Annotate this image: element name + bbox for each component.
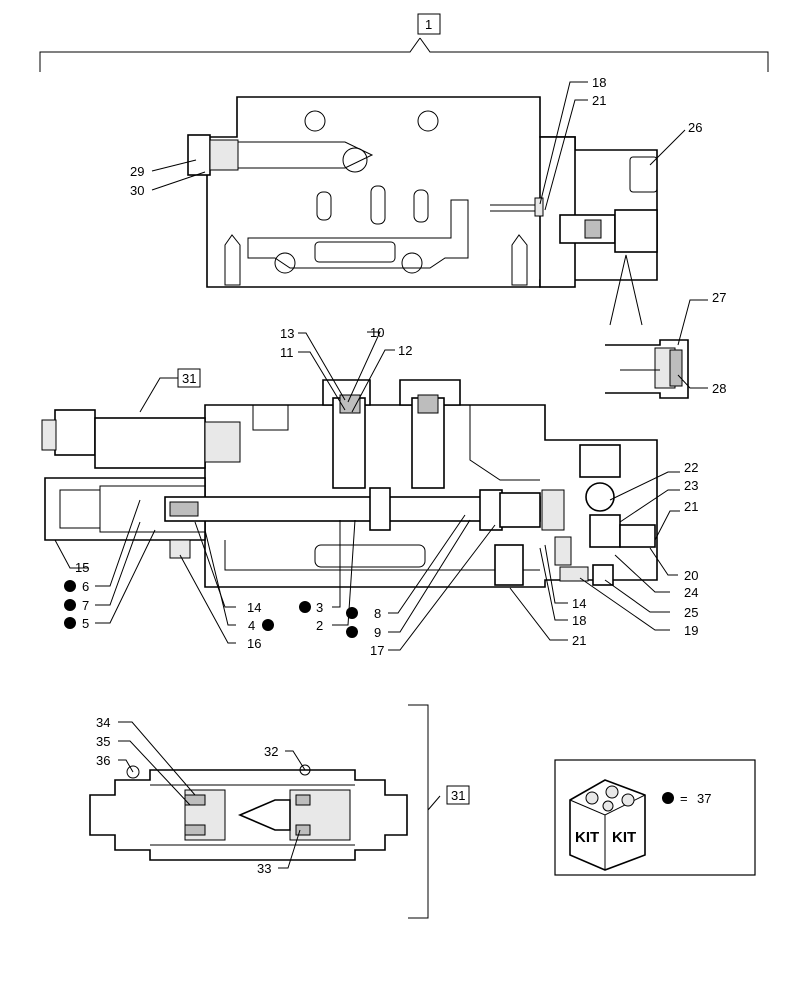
callout-2: 2 <box>316 618 323 633</box>
kit-legend-box: KIT KIT = 37 <box>554 759 756 876</box>
callout-8: 8 <box>374 606 381 621</box>
callout-labels: 29 30 18 21 26 27 28 13 11 10 12 15 6 7 … <box>75 75 726 876</box>
callout-21-top: 21 <box>592 93 606 108</box>
callout-28: 28 <box>712 381 726 396</box>
callout-29: 29 <box>130 164 144 179</box>
detail-27-28 <box>605 254 689 399</box>
assembly-bracket: 1 <box>39 13 769 72</box>
callout-14-left: 14 <box>247 600 261 615</box>
callout-9: 9 <box>374 625 381 640</box>
callout-5: 5 <box>82 616 89 631</box>
kit-marker-dots <box>64 580 358 638</box>
callout-6: 6 <box>82 579 89 594</box>
callout-3: 3 <box>316 600 323 615</box>
callout-30: 30 <box>130 183 144 198</box>
callout-18-bottom: 18 <box>572 613 586 628</box>
callout-16: 16 <box>247 636 261 651</box>
callout-27: 27 <box>712 290 726 305</box>
callout-32: 32 <box>264 744 278 759</box>
kit-label-right: KIT <box>612 829 636 846</box>
callout-15: 15 <box>75 560 89 575</box>
callout-17: 17 <box>370 643 384 658</box>
callout-10: 10 <box>370 325 384 340</box>
callout-1: 1 <box>425 17 432 32</box>
kit-equals: = <box>680 791 688 806</box>
callout-14-right: 14 <box>572 596 586 611</box>
callout-34: 34 <box>96 715 110 730</box>
callout-36: 36 <box>96 753 110 768</box>
relief-valve-detail <box>89 764 408 861</box>
callout-11: 11 <box>280 345 294 360</box>
callout-35: 35 <box>96 734 110 749</box>
callout-21-bottom: 21 <box>572 633 586 648</box>
callout-19: 19 <box>684 623 698 638</box>
callout-31-top: 31 <box>182 371 196 386</box>
callout-7: 7 <box>82 598 89 613</box>
callout-26: 26 <box>688 120 702 135</box>
valve-top-view <box>187 96 658 288</box>
callout-31-bottom: 31 <box>451 788 465 803</box>
callout-33: 33 <box>257 861 271 876</box>
callout-18-top: 18 <box>592 75 606 90</box>
callout-20: 20 <box>684 568 698 583</box>
callout-4: 4 <box>248 618 255 633</box>
callout-12: 12 <box>398 343 412 358</box>
callout-22: 22 <box>684 460 698 475</box>
callout-25: 25 <box>684 605 698 620</box>
kit-label-left: KIT <box>575 829 599 846</box>
callout-23: 23 <box>684 478 698 493</box>
callout-13: 13 <box>280 326 294 341</box>
callout-37: 37 <box>697 791 711 806</box>
valve-section-view <box>41 379 658 588</box>
kit-dot <box>662 792 674 804</box>
callout-21-right: 21 <box>684 499 698 514</box>
callout-24: 24 <box>684 585 698 600</box>
